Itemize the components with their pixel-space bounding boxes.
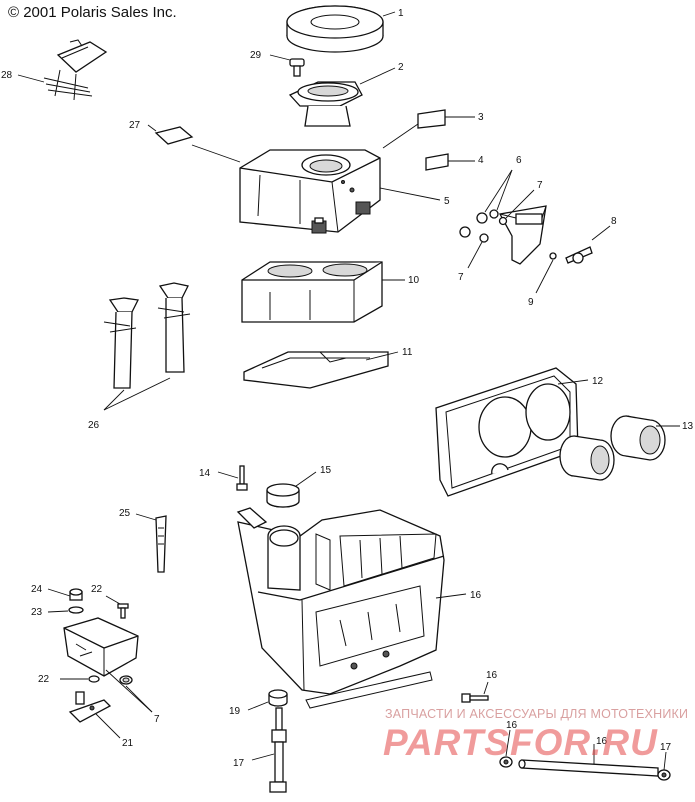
part-11-gasket — [243, 351, 389, 389]
callout-6: 6 — [516, 155, 522, 166]
part-22-screw-top — [117, 603, 129, 619]
part-2-intake-boot — [288, 81, 363, 127]
callout-5: 5 — [444, 196, 450, 207]
callout-24: 24 — [31, 584, 43, 595]
part-21-bracket — [68, 691, 112, 723]
callout-20: 19 — [229, 706, 241, 717]
copyright-notice: © 2001 Polaris Sales Inc. — [8, 4, 177, 21]
callout-23: 23 — [31, 607, 43, 618]
callout-10: 10 — [408, 275, 420, 286]
part-3-label — [417, 109, 446, 129]
part-5-airbox-cover — [239, 149, 381, 234]
callout-4: 4 — [478, 155, 484, 166]
callout-16-right: 16 — [486, 670, 498, 681]
part-29-pin — [289, 58, 305, 77]
part-27-decal — [154, 126, 194, 145]
callout-7-bottom: 7 — [154, 714, 160, 725]
callout-7-mid: 7 — [458, 272, 464, 283]
callout-9: 9 — [528, 297, 534, 308]
callout-7-top: 7 — [537, 180, 543, 191]
part-13-airbox-panel — [435, 367, 579, 497]
callout-28: 28 — [1, 70, 13, 81]
part-1-foam-ring — [286, 5, 384, 53]
callout-16-top: 14 — [199, 468, 211, 479]
callout-2: 2 — [398, 62, 404, 73]
part-28-bracket — [43, 39, 108, 101]
part-7-grommet-bottom — [119, 675, 133, 685]
part-15-airbox — [236, 507, 445, 709]
callout-17-right: 17 — [660, 742, 672, 753]
callout-17-left: 16 — [506, 720, 518, 731]
callout-19: 17 — [233, 758, 245, 769]
callout-3: 3 — [478, 112, 484, 123]
callout-11: 11 — [402, 347, 413, 358]
part-26-intake-snorkels — [103, 282, 191, 389]
callout-14: 13 — [682, 421, 694, 432]
control-module-box — [63, 617, 139, 677]
part-12-cap — [266, 483, 300, 508]
callout-1: 1 — [398, 8, 404, 19]
part-16-bolt-right — [461, 693, 489, 703]
watermark-caption: ЗАПЧАСТИ И АКСЕССУАРЫ ДЛЯ МОТОТЕХНИКИ — [385, 707, 689, 721]
part-16-bolt-top — [236, 465, 248, 491]
part-25-dipstick — [155, 515, 167, 573]
part-23-washer — [68, 606, 84, 614]
callout-22-top: 22 — [91, 584, 103, 595]
part-6-7-8-9-hardware — [459, 205, 593, 265]
callout-26: 26 — [88, 420, 100, 431]
callout-16-bottom: 16 — [596, 736, 608, 747]
part-17-clamp-right — [657, 769, 671, 781]
part-19-drain-tube — [269, 707, 287, 793]
callout-15: 16 — [470, 590, 482, 601]
callout-22-bottom: 22 — [38, 674, 50, 685]
part-10-filter-foam — [241, 261, 383, 323]
part-24-nut — [69, 588, 83, 601]
callout-8: 8 — [611, 216, 617, 227]
callout-27: 27 — [129, 120, 141, 131]
callout-13: 12 — [592, 376, 604, 387]
part-20-grommet — [268, 689, 288, 707]
callout-21: 21 — [122, 738, 134, 749]
callout-25: 25 — [119, 508, 131, 519]
watermark-logo: PARTSFOR.RU — [383, 722, 658, 763]
part-14-boots — [559, 415, 666, 481]
part-22-washer-bottom — [88, 675, 100, 683]
callout-29: 29 — [250, 50, 262, 61]
part-4-label — [425, 153, 449, 171]
part-17-clamp-left — [499, 756, 513, 768]
callout-12: 15 — [320, 465, 332, 476]
